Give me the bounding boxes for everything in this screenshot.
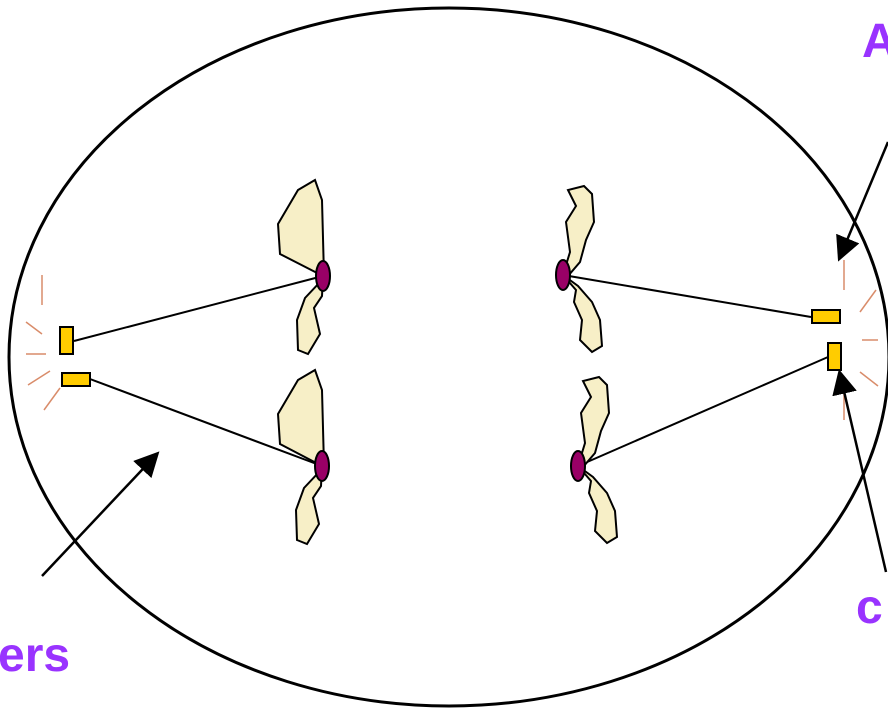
centromere [556,260,570,290]
chromatid [278,180,324,276]
label-bottom-right: c [856,584,883,632]
label-top-right: A [862,18,888,66]
centriole-right-vertical [828,343,841,370]
spindle-fiber [563,275,811,317]
chromosome-right-upper [556,186,602,352]
chromosome-left-upper [278,180,330,354]
arrow-to-centriole [840,374,886,572]
cell-membrane [9,8,888,706]
centromere [316,261,330,291]
chromatid [578,466,617,543]
arrow-to-spindle-fibers [42,455,156,576]
left-aster [26,275,60,410]
chromatid [563,275,602,352]
chromosome-left-lower [278,370,329,544]
centromere [315,451,329,481]
spindle-fiber [74,276,323,341]
right-aster [844,260,878,420]
centromere [571,451,585,481]
centriole-left-vertical [60,327,73,354]
centriole-right-horizontal [812,310,840,323]
label-bottom-left: ers [0,632,70,680]
centriole-left-horizontal [62,373,90,386]
spindle-fibers [74,275,828,466]
spindle-fiber [578,357,828,466]
